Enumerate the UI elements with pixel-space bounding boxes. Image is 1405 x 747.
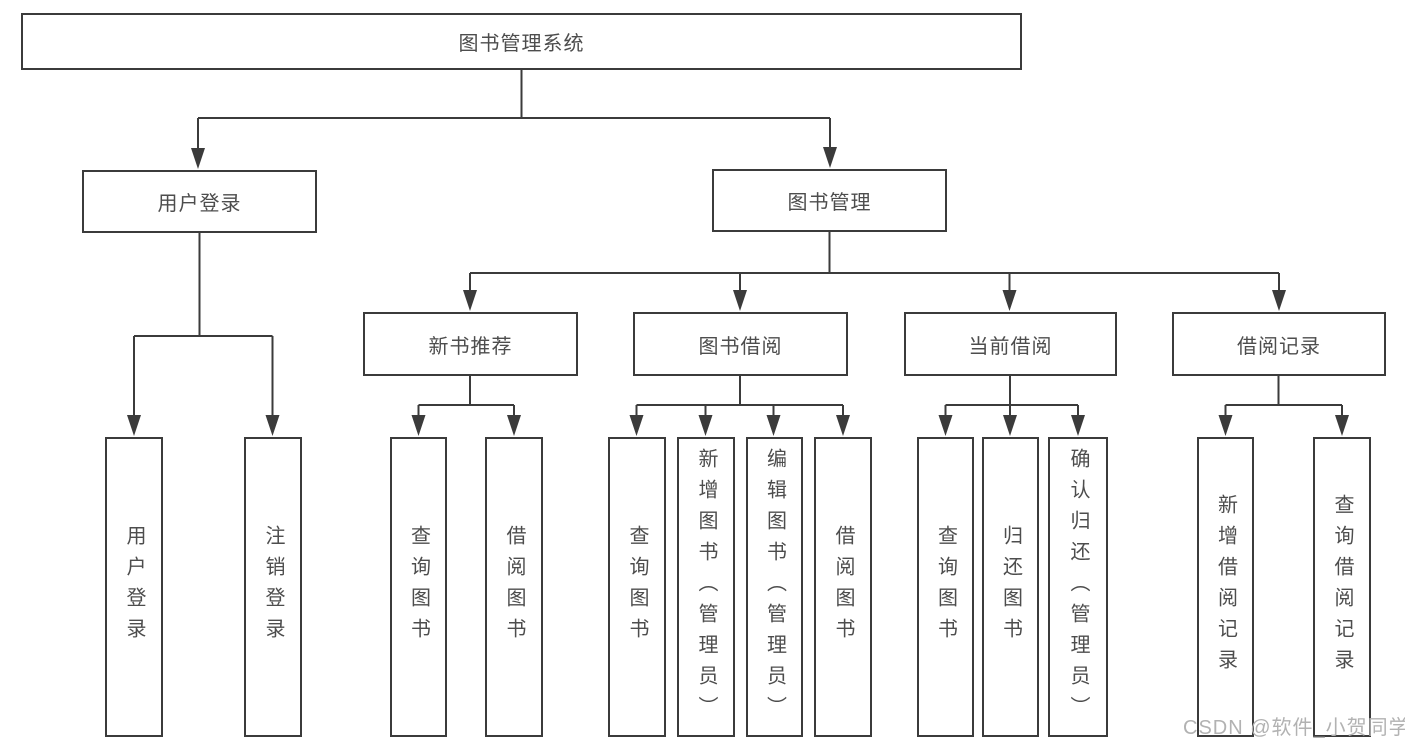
node-current-borrowing: 当前借阅 xyxy=(904,312,1117,376)
leaf-add-borrow-record: 新增借阅记录 xyxy=(1197,437,1254,737)
node-label: 借阅记录 xyxy=(1237,335,1321,358)
node-label: 当前借阅 xyxy=(968,335,1053,358)
node-new-book-recommendation: 新书推荐 xyxy=(363,312,578,376)
leaf-label: 确认归还（管理员） xyxy=(1067,447,1089,727)
leaf-borrow-books-2: 借阅图书 xyxy=(814,437,872,737)
leaf-label: 查询图书 xyxy=(407,525,430,649)
node-label: 图书管理系统 xyxy=(458,33,585,55)
leaf-confirm-return-admin: 确认归还（管理员） xyxy=(1048,437,1108,737)
node-label: 用户登录 xyxy=(157,193,242,215)
arrowheads xyxy=(127,147,1349,436)
leaf-return-books: 归还图书 xyxy=(982,437,1039,737)
leaf-label: 借阅图书 xyxy=(503,525,525,649)
leaf-label: 新增借阅记录 xyxy=(1214,494,1237,680)
node-book-management: 图书管理 xyxy=(712,169,947,232)
leaf-label: 新增图书（管理员） xyxy=(695,447,717,727)
leaf-label: 查询借阅记录 xyxy=(1331,494,1353,680)
leaf-logout: 注销登录 xyxy=(244,437,302,737)
node-book-borrowing: 图书借阅 xyxy=(633,312,848,376)
leaf-query-books-2: 查询图书 xyxy=(608,437,666,737)
node-label: 图书管理 xyxy=(787,192,872,214)
leaf-label: 用户登录 xyxy=(123,525,145,649)
leaf-label: 借阅图书 xyxy=(832,525,854,649)
node-label: 新书推荐 xyxy=(428,335,513,358)
leaf-add-books-admin: 新增图书（管理员） xyxy=(677,437,735,737)
leaf-label: 查询图书 xyxy=(934,525,957,649)
leaf-query-books-1: 查询图书 xyxy=(390,437,447,737)
leaf-borrow-books-1: 借阅图书 xyxy=(485,437,543,737)
leaf-label: 归还图书 xyxy=(999,525,1022,649)
node-borrowing-records: 借阅记录 xyxy=(1172,312,1386,376)
node-user-login: 用户登录 xyxy=(82,170,317,233)
leaf-user-login: 用户登录 xyxy=(105,437,163,737)
leaf-query-borrow-record: 查询借阅记录 xyxy=(1313,437,1371,737)
leaf-edit-books-admin: 编辑图书（管理员） xyxy=(746,437,803,737)
node-library-management-system: 图书管理系统 xyxy=(21,13,1022,70)
leaf-label: 注销登录 xyxy=(262,525,284,649)
leaf-label: 查询图书 xyxy=(626,525,648,649)
leaf-label: 编辑图书（管理员） xyxy=(763,447,786,727)
leaf-query-books-3: 查询图书 xyxy=(917,437,974,737)
node-label: 图书借阅 xyxy=(698,335,783,358)
csdn-watermark: CSDN @软件_小贺同学 xyxy=(1183,717,1405,739)
